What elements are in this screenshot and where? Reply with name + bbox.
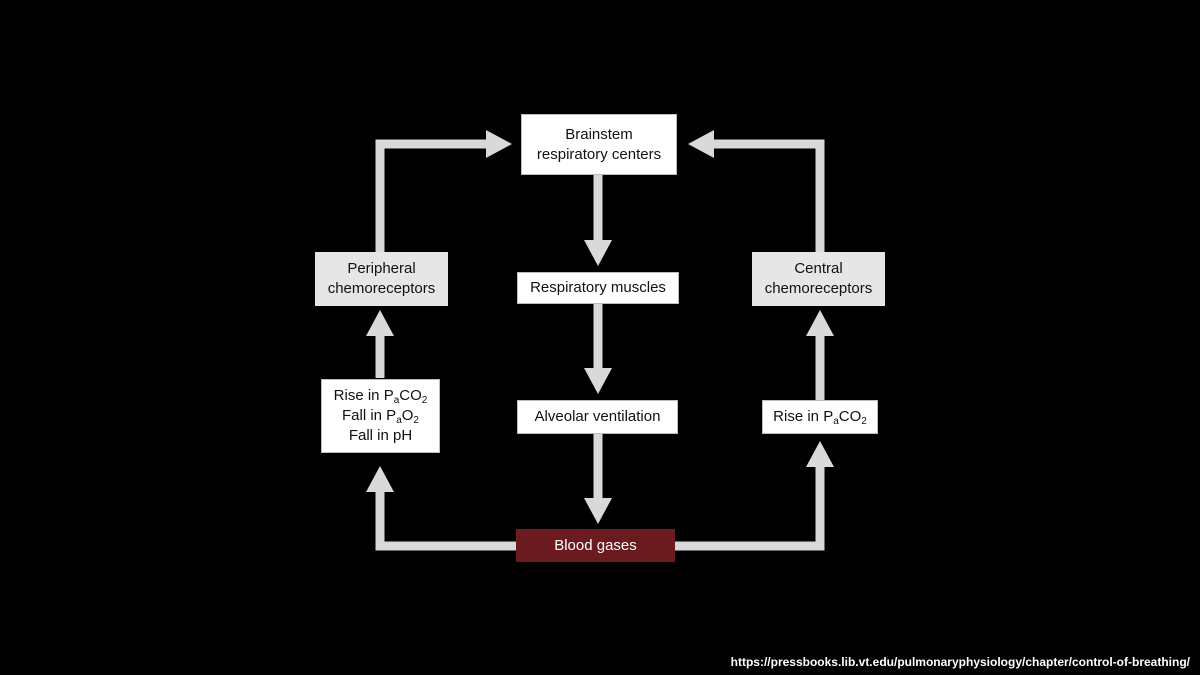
arrowhead bbox=[584, 498, 612, 524]
arrowhead bbox=[688, 130, 714, 158]
arrowhead bbox=[486, 130, 512, 158]
arrowhead bbox=[806, 441, 834, 467]
central-chemoreceptors-box: Central chemoreceptors bbox=[752, 252, 885, 306]
alveolar-ventilation-label: Alveolar ventilation bbox=[534, 408, 661, 425]
brainstem-line-2: respiratory centers bbox=[536, 145, 662, 163]
peripheral-stimuli-box: Rise in PaCO2 Fall in PaO2 Fall in pH bbox=[321, 379, 440, 453]
rise-paco2: Rise in PaCO2 bbox=[333, 387, 428, 406]
arrowhead bbox=[584, 368, 612, 394]
alveolar-ventilation-box: Alveolar ventilation bbox=[517, 400, 678, 434]
arrow-central-to-brainstem bbox=[712, 139, 825, 252]
brainstem-line-1: Brainstem bbox=[565, 125, 633, 143]
source-url: https://pressbooks.lib.vt.edu/pulmonaryp… bbox=[730, 655, 1190, 669]
respiratory-muscles-label: Respiratory muscles bbox=[530, 279, 666, 296]
fall-ph: Fall in pH bbox=[348, 427, 413, 444]
fall-pao2: Fall in PaO2 bbox=[342, 407, 419, 426]
respiratory-muscles-box: Respiratory muscles bbox=[517, 272, 679, 304]
arrowhead bbox=[366, 466, 394, 492]
arrowhead bbox=[584, 240, 612, 266]
central-stimulus-box: Rise in PaCO2 bbox=[762, 400, 878, 434]
arrowhead bbox=[806, 310, 834, 336]
peripheral-line-2: chemoreceptors bbox=[327, 280, 436, 297]
brainstem-box: Brainstem respiratory centers bbox=[521, 114, 677, 175]
arrowhead bbox=[366, 310, 394, 336]
arrow-peripheral-to-brainstem bbox=[375, 139, 488, 252]
arrow-bloodgases-to-peripheral-stimuli bbox=[375, 490, 517, 551]
central-rise-paco2: Rise in PaCO2 bbox=[773, 408, 867, 427]
central-line-2: chemoreceptors bbox=[764, 280, 873, 297]
central-line-1: Central bbox=[794, 260, 843, 277]
peripheral-line-1: Peripheral bbox=[347, 260, 416, 277]
peripheral-chemoreceptors-box: Peripheral chemoreceptors bbox=[315, 252, 448, 306]
arrow-bloodgases-to-central-stimulus bbox=[674, 465, 825, 551]
blood-gases-label: Blood gases bbox=[554, 536, 637, 554]
blood-gases-box: Blood gases bbox=[516, 529, 675, 562]
